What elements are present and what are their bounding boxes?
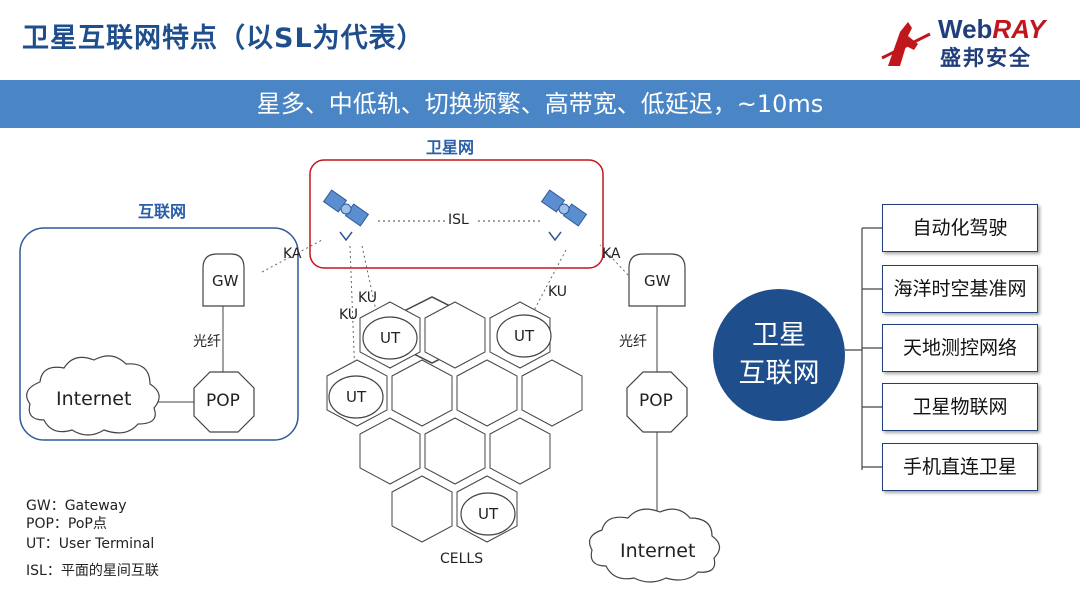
page-title: 卫星互联网特点（以SL为代表） xyxy=(22,23,425,54)
ku-label-left-2: KU xyxy=(339,307,359,323)
ut-terminal-2 xyxy=(496,314,552,358)
gateway-left xyxy=(202,253,245,307)
banner-text: 星多、中低轨、切换频繁、高带宽、低延迟，~10ms xyxy=(256,90,824,118)
internet-right-label: Internet xyxy=(620,540,696,562)
satellite-internet-circle: 卫星 互联网 xyxy=(713,289,845,421)
center-line-2: 互联网 xyxy=(738,358,820,389)
feature-direct-to-phone: 手机直连卫星 xyxy=(882,443,1038,491)
internet-region-box xyxy=(19,227,299,441)
warrior-logo-icon xyxy=(888,22,918,66)
brand-name-cn: 盛邦安全 xyxy=(940,46,1032,70)
ut-label-2: UT xyxy=(514,327,535,345)
internet-left-label: Internet xyxy=(56,388,132,410)
legend-isl: ISL：平面的星间互联 xyxy=(26,563,159,579)
ut-terminal-4 xyxy=(460,492,516,536)
feature-ground-space-tt-c: 天地测控网络 xyxy=(882,324,1038,372)
antenna-left-icon xyxy=(339,231,353,242)
fiber-left-label: 光纤 xyxy=(193,334,221,350)
satellite-network-box xyxy=(309,159,604,269)
webray-logo xyxy=(881,22,931,66)
gateway-right xyxy=(628,253,686,307)
internet-region-label: 互联网 xyxy=(138,202,187,221)
internet-cloud-right xyxy=(589,508,721,583)
center-line-1: 卫星 xyxy=(752,320,806,351)
pop-left xyxy=(193,371,255,433)
satellite-network-label: 卫星网 xyxy=(426,138,475,157)
ka-label-right: KA xyxy=(602,246,621,262)
pop-left-label: POP xyxy=(206,391,240,411)
internet-cloud-left xyxy=(26,355,160,436)
ut-label-1: UT xyxy=(380,329,401,347)
antenna-right-icon xyxy=(548,231,562,242)
cells-label: CELLS xyxy=(440,551,484,567)
satellite-right-icon xyxy=(541,189,587,227)
isl-label: ISL xyxy=(448,212,469,228)
legend-pop: POP：PoP点 xyxy=(26,516,107,532)
feature-satellite-iot: 卫星物联网 xyxy=(882,383,1038,431)
pop-right-label: POP xyxy=(639,391,673,411)
gw-left-label: GW xyxy=(212,272,239,290)
brand-name-en: WebRAY xyxy=(938,14,1046,44)
ku-label-left-1: KU xyxy=(358,290,378,306)
ut-label-3: UT xyxy=(346,388,367,406)
satellite-left-icon xyxy=(323,189,369,227)
ka-label-left: KA xyxy=(283,246,302,262)
banner-band xyxy=(0,80,1080,128)
legend-gw: GW：Gateway xyxy=(26,498,127,514)
feature-ocean-spacetime-reference: 海洋时空基准网 xyxy=(882,265,1038,313)
feature-autonomous-driving: 自动化驾驶 xyxy=(882,204,1038,252)
ku-label-right: KU xyxy=(548,284,568,300)
fiber-right-label: 光纤 xyxy=(619,334,647,350)
pop-right xyxy=(626,371,688,433)
gw-right-label: GW xyxy=(644,272,671,290)
ut-terminal-1 xyxy=(362,316,418,360)
ut-terminal-3 xyxy=(328,375,384,419)
ut-label-4: UT xyxy=(478,505,499,523)
legend-ut: UT：User Terminal xyxy=(26,536,155,552)
